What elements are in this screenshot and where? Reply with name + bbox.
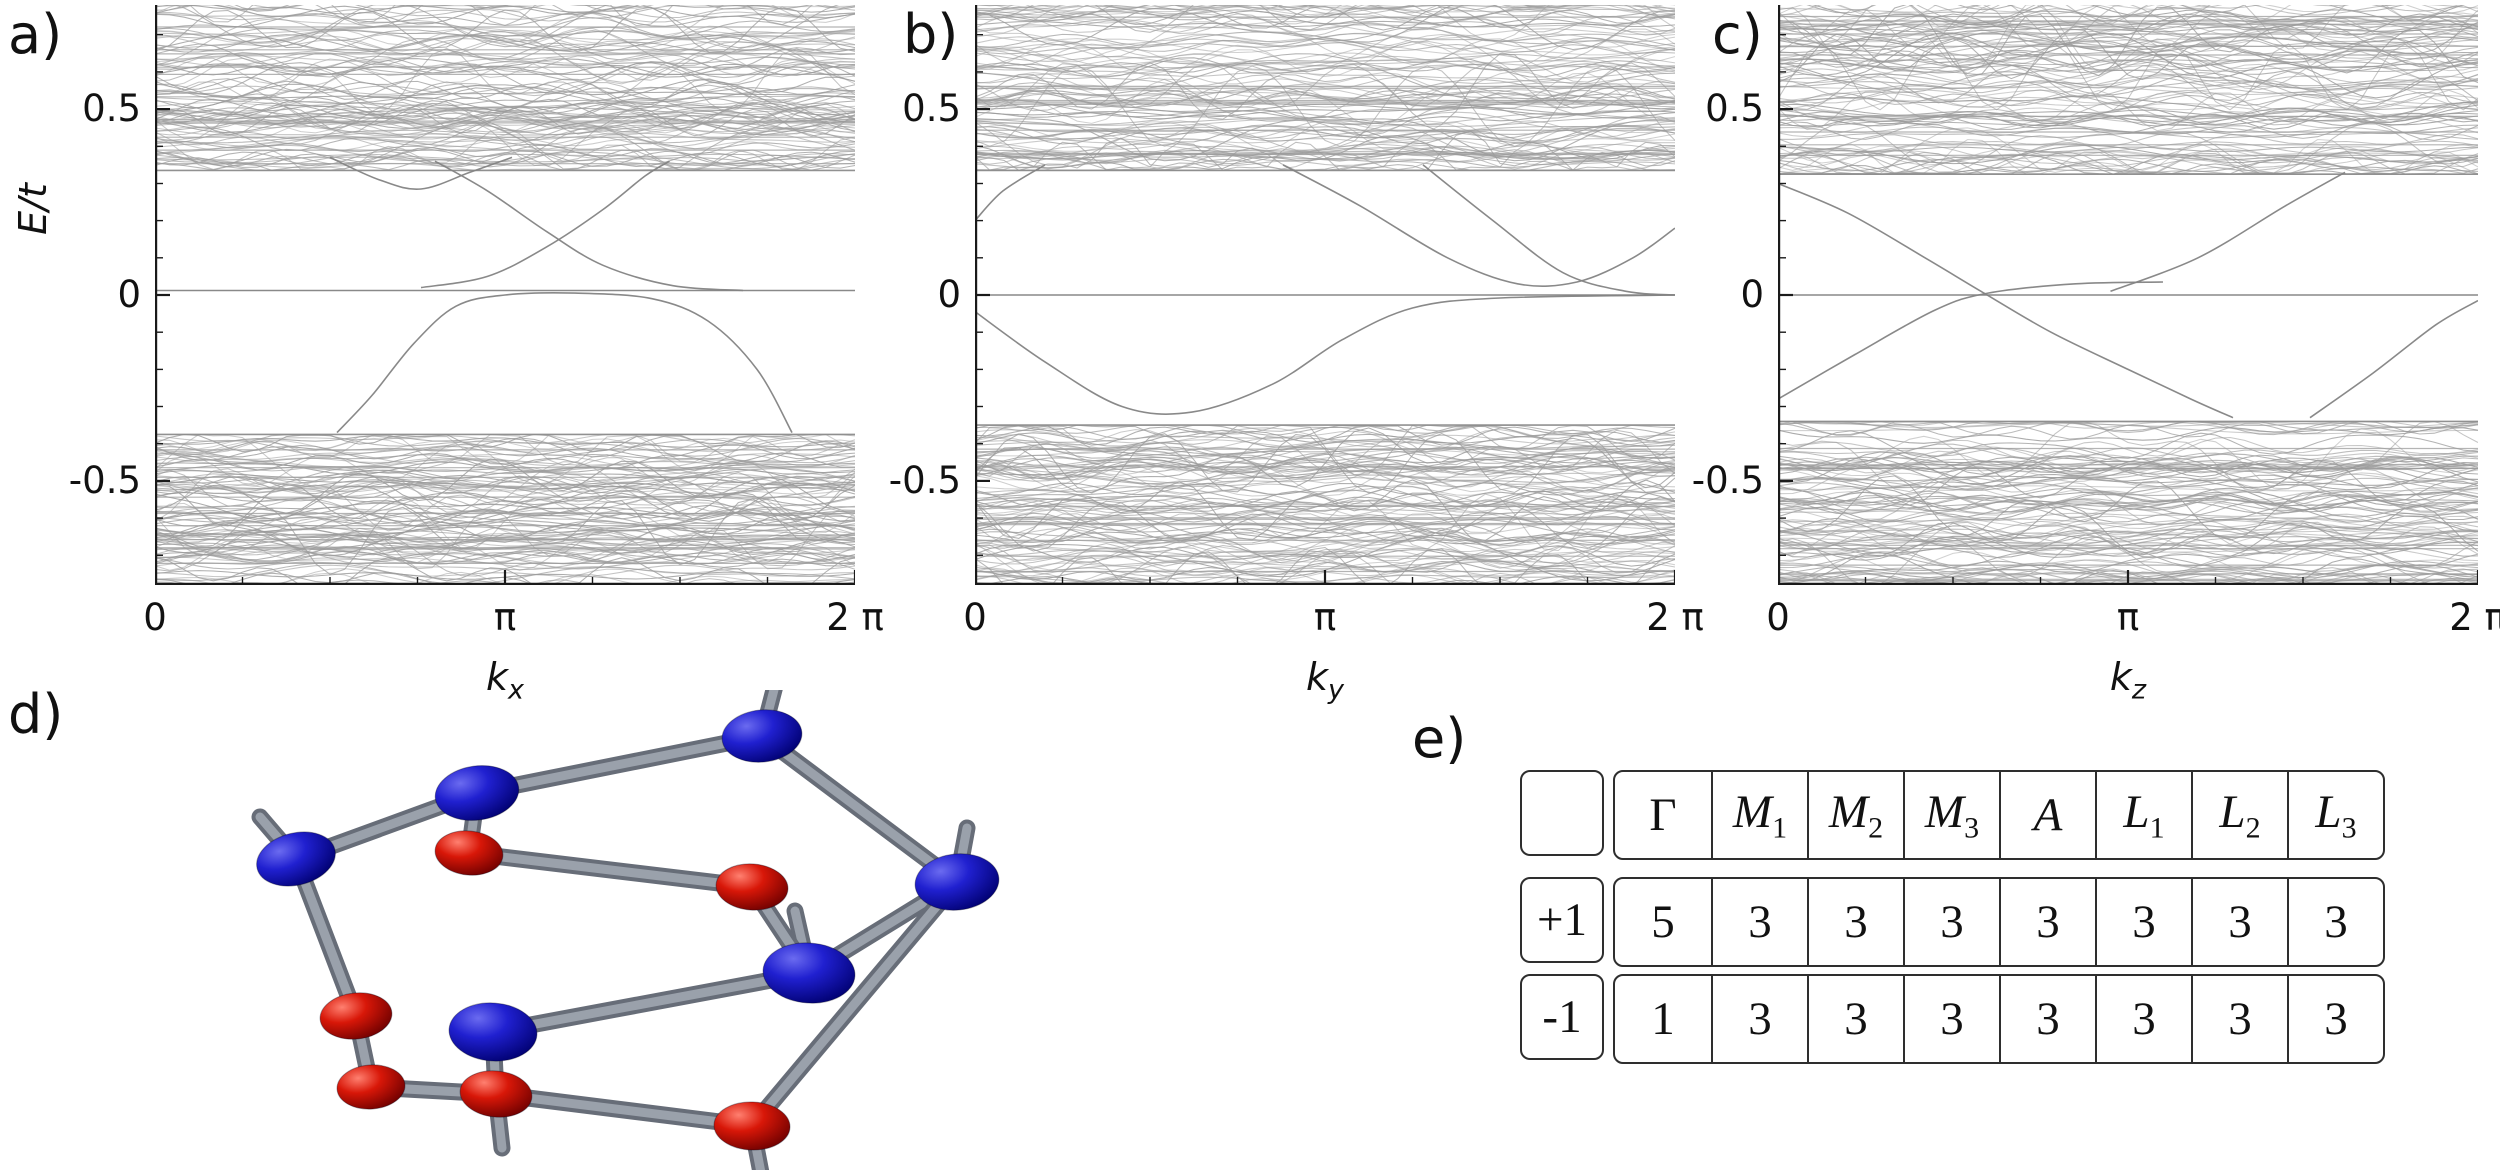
table-value-cell: 3 [2191,879,2287,965]
table-header-cell: L1 [2095,772,2191,858]
x-tick-label: 0 [963,596,987,639]
x-tick-label: 2 π [826,596,884,639]
table-header-cell: L2 [2191,772,2287,858]
table-value-cell: 3 [2287,879,2383,965]
table-row-label: +1 [1520,877,1604,963]
axes-group [155,5,855,585]
band-structure-plot-kz [1778,5,2478,585]
x-tick-label: π [493,596,517,639]
cluster-3d-figure [160,673,1060,1170]
band-structure-plot-ky [975,5,1675,585]
in-gap-bands-group [1778,171,2478,419]
atoms-group [256,709,1000,1151]
y-tick-label: -0.5 [1691,459,1764,502]
atom-blue [914,853,1000,911]
y-tick-label: 0.5 [1705,87,1764,130]
table-value-cell: 3 [2095,879,2191,965]
panel-label-b: b) [903,3,959,66]
table-header-cell: L3 [2287,772,2383,858]
in-gap-bands-group [155,156,855,434]
band-structure-plot-kx [155,5,855,585]
table-header-cell: Γ [1649,789,1677,841]
y-tick-label: -0.5 [68,459,141,502]
x-tick-label: 2 π [1646,596,1704,639]
x-tick-label: 0 [1766,596,1790,639]
panel-label-e: e) [1412,707,1467,770]
table-value-cell: 3 [2287,976,2383,1062]
table-value-cell: 3 [1903,879,1999,965]
table-header-cell: M2 [1807,772,1903,858]
table-value-cell: 3 [1807,976,1903,1062]
band-panel-a: 0.5 0 -0.5 0 π 2 π kx E/t [11,5,884,706]
atom-red [715,863,789,911]
x-axis-title: kz [2109,655,2147,706]
atom-blue [434,765,520,821]
table-value-cell: 3 [2191,976,2287,1062]
x-axis-title: ky [1306,655,1344,706]
table-value-cell: 3 [1903,976,1999,1062]
band-panel-c: 0.5 0 -0.5 0 π 2 π kz [1692,5,2500,706]
y-tick-label: 0 [937,273,961,316]
y-tick-label: 0 [1740,273,1764,316]
atom-blue [762,942,856,1004]
y-tick-label: 0.5 [902,87,961,130]
panel-label-c: c) [1712,3,1763,66]
atom-red [319,992,393,1040]
y-tick-label: 0.5 [82,87,141,130]
x-axis-title: kx [486,655,524,706]
table-value-cell: 3 [1999,976,2095,1062]
table-header-cell: M1 [1711,772,1807,858]
atom-red [434,830,504,876]
y-tick-label: 0 [117,273,141,316]
axes-group [1778,5,2478,585]
table-value-cell: 3 [1711,976,1807,1062]
panel-label-d: d) [8,683,64,746]
x-tick-label: 2 π [2449,596,2500,639]
y-axis-title: E/t [11,183,55,235]
table-value-cell: 5 [1651,896,1675,948]
table-row-label: -1 [1520,974,1604,1060]
panel-label-a: a) [8,3,63,66]
x-tick-label: 0 [143,596,167,639]
axes-group [975,5,1675,585]
atom-red [336,1064,406,1110]
table-corner-cell [1520,770,1604,856]
atom-red [459,1070,533,1118]
bulk-bands-group [1778,5,2478,585]
table-value-cell: 3 [1807,879,1903,965]
y-tick-label: -0.5 [888,459,961,502]
table-header-cell: A [1999,772,2095,858]
x-tick-label: π [2116,596,2140,639]
bulk-bands-group [975,5,1675,585]
band-panel-b: 0.5 0 -0.5 0 π 2 π ky [889,5,1704,706]
atom-blue [256,831,336,887]
cluster-3d-svg [251,673,1000,1170]
table-value-cell: 1 [1651,993,1675,1045]
table-value-cell: 3 [2095,976,2191,1062]
atom-red [713,1101,791,1151]
atom-blue [721,709,803,763]
table-value-cell: 3 [1711,879,1807,965]
table-value-cell: 3 [1999,879,2095,965]
x-tick-label: π [1313,596,1337,639]
table-header-cell: M3 [1903,772,1999,858]
atom-blue [448,1002,538,1062]
in-gap-bands-group [975,164,1675,415]
bulk-bands-group [155,5,855,585]
